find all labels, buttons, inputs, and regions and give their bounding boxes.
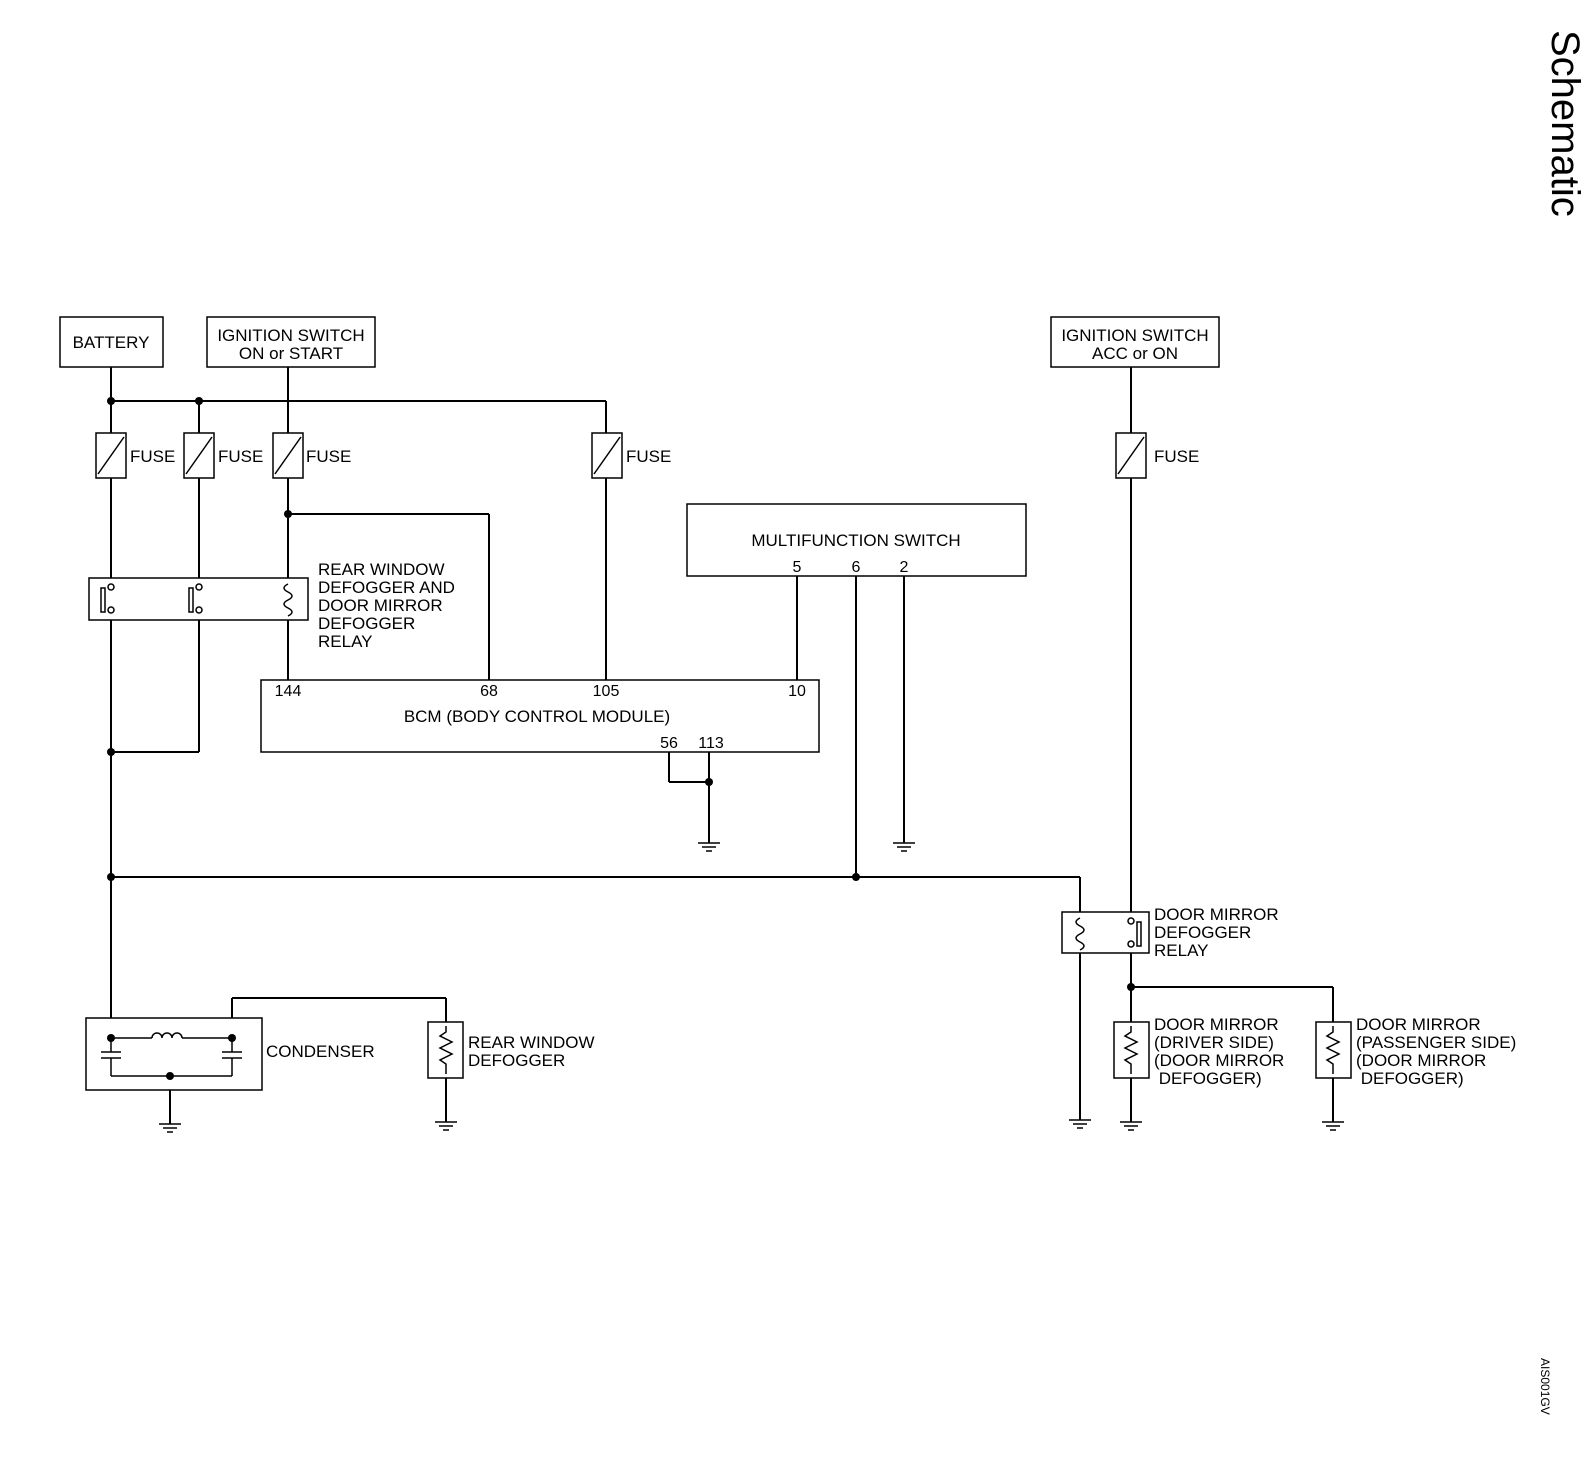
fuse-2: FUSE <box>183 432 263 479</box>
ground-icon <box>1120 1121 1142 1131</box>
battery-label: BATTERY <box>73 333 150 352</box>
bcm-pin-68: 68 <box>480 683 498 700</box>
mfs-pin-2: 2 <box>900 559 909 576</box>
door-mirror-defogger-relay: DOOR MIRROR DEFOGGER RELAY <box>1061 905 1279 960</box>
ignition-on-start-line2: ON or START <box>239 344 343 363</box>
bcm-pin-113: 113 <box>698 735 724 752</box>
rear-window-defogger: REAR WINDOW DEFOGGER <box>427 1021 595 1079</box>
rear-defogger-line1: REAR WINDOW <box>468 1033 595 1052</box>
relay-main-line5: RELAY <box>318 632 373 651</box>
mirror-passenger-line3: (DOOR MIRROR <box>1356 1051 1486 1070</box>
rear-window-defogger-relay: REAR WINDOW DEFOGGER AND DOOR MIRROR DEF… <box>88 560 455 651</box>
mfs-pin-5: 5 <box>793 559 802 576</box>
fuse-1-label: FUSE <box>130 447 175 466</box>
relay-coil-icon <box>283 583 293 617</box>
rear-defogger-line2: DEFOGGER <box>468 1051 565 1070</box>
figure-code: AIS001GV <box>1538 1358 1552 1415</box>
bcm-module: 144 68 105 10 BCM (BODY CONTROL MODULE) … <box>260 679 820 753</box>
ground-icon <box>159 1123 181 1133</box>
heater-icon <box>1123 1026 1139 1074</box>
mirror-passenger-line4: DEFOGGER) <box>1356 1069 1464 1088</box>
fuse-2-label: FUSE <box>218 447 263 466</box>
ground-icon <box>1322 1121 1344 1131</box>
fuse-5-label: FUSE <box>1154 447 1199 466</box>
bcm-pin-56: 56 <box>660 735 678 752</box>
ignition-on-start-box: IGNITION SWITCH ON or START <box>206 316 376 368</box>
relay-dm-line2: DEFOGGER <box>1154 923 1251 942</box>
mirror-passenger-line2: (PASSENGER SIDE) <box>1356 1033 1516 1052</box>
mirror-driver-line1: DOOR MIRROR <box>1154 1015 1279 1034</box>
bcm-pin-10: 10 <box>788 683 806 700</box>
ignition-acc-on-line1: IGNITION SWITCH <box>1061 326 1208 345</box>
fuse-3-label: FUSE <box>306 447 351 466</box>
bcm-label: BCM (BODY CONTROL MODULE) <box>404 707 670 726</box>
relay-main-line4: DEFOGGER <box>318 614 415 633</box>
ignition-acc-on-line2: ACC or ON <box>1092 344 1178 363</box>
page-title: Schematic <box>1543 30 1587 217</box>
mirror-driver-line4: DEFOGGER) <box>1154 1069 1262 1088</box>
condenser-label: CONDENSER <box>266 1042 375 1061</box>
ground-icon <box>435 1121 457 1131</box>
ground-icon <box>893 842 915 852</box>
ground-icon <box>1069 1119 1091 1129</box>
battery-box: BATTERY <box>59 316 164 368</box>
fuse-3: FUSE <box>272 432 351 479</box>
door-mirror-passenger: DOOR MIRROR (PASSENGER SIDE) (DOOR MIRRO… <box>1315 1015 1516 1088</box>
mirror-driver-line2: (DRIVER SIDE) <box>1154 1033 1274 1052</box>
fuse-1: FUSE <box>95 432 175 479</box>
relay-dm-line1: DOOR MIRROR <box>1154 905 1279 924</box>
inductor-icon <box>151 1032 183 1039</box>
mirror-driver-line3: (DOOR MIRROR <box>1154 1051 1284 1070</box>
condenser: CONDENSER <box>85 1017 375 1091</box>
door-mirror-driver: DOOR MIRROR (DRIVER SIDE) (DOOR MIRROR D… <box>1113 1015 1284 1088</box>
relay-main-line2: DEFOGGER AND <box>318 578 455 597</box>
fuse-4-label: FUSE <box>626 447 671 466</box>
junction-dots <box>107 397 1135 1080</box>
dm-relay-coil-icon <box>1075 917 1085 951</box>
mirror-passenger-line1: DOOR MIRROR <box>1356 1015 1481 1034</box>
ground-icon <box>698 842 720 852</box>
relay-dm-line3: RELAY <box>1154 941 1209 960</box>
relay-main-line3: DOOR MIRROR <box>318 596 443 615</box>
bcm-pin-144: 144 <box>275 683 302 700</box>
heater-icon <box>1325 1026 1341 1074</box>
mfs-label: MULTIFUNCTION SWITCH <box>751 531 960 550</box>
ignition-on-start-line1: IGNITION SWITCH <box>217 326 364 345</box>
fuse-4: FUSE <box>591 432 671 479</box>
heater-icon <box>438 1026 454 1074</box>
ignition-acc-on-box: IGNITION SWITCH ACC or ON <box>1050 316 1220 368</box>
multifunction-switch: MULTIFUNCTION SWITCH 5 6 2 <box>686 503 1027 577</box>
relay-main-line1: REAR WINDOW <box>318 560 445 579</box>
wires <box>110 367 1334 1124</box>
bcm-pin-105: 105 <box>593 683 620 700</box>
fuse-5: FUSE <box>1115 432 1199 479</box>
mfs-pin-6: 6 <box>852 559 861 576</box>
